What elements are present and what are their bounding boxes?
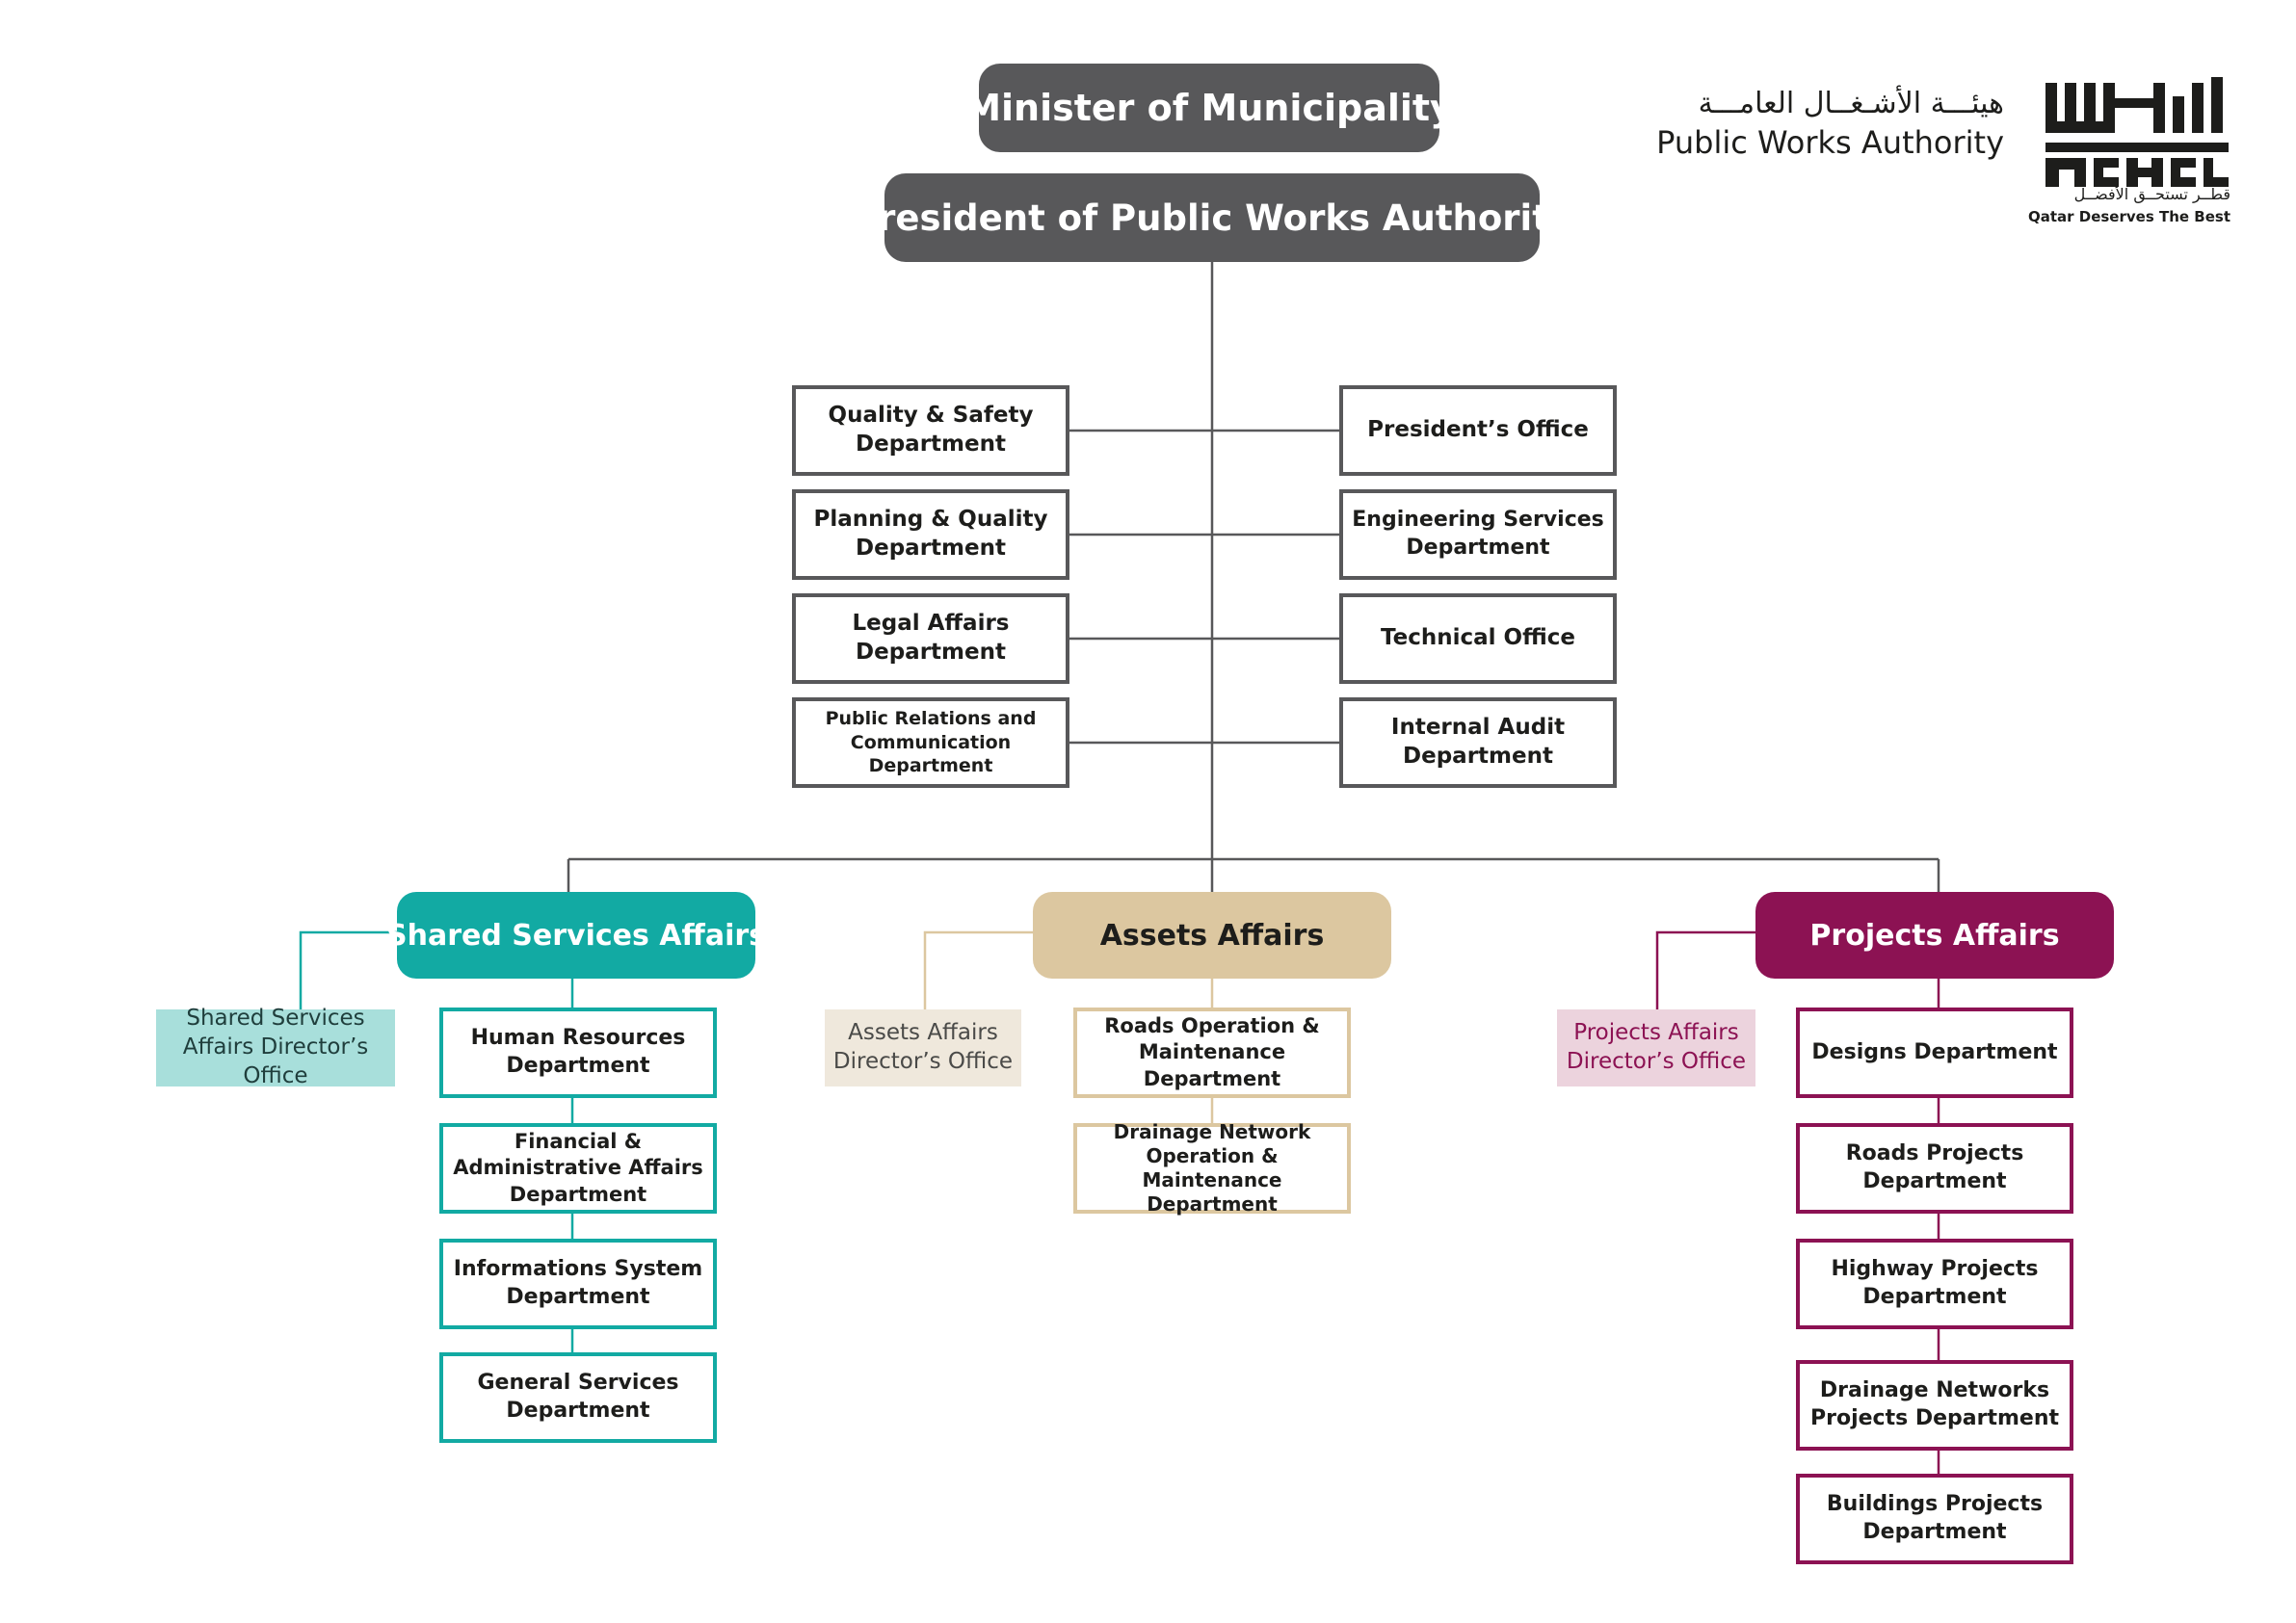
internal-audit-department: Internal Audit Department [1339,697,1617,788]
informations-system-department: Informations System Department [439,1239,717,1329]
drainage-networks-projects-department: Drainage Networks Projects Department [1796,1360,2073,1451]
assets-affairs-directors-office: Assets Affairs Director’s Office [825,1009,1021,1086]
projects-affairs-directors-office: Projects Affairs Director’s Office [1557,1009,1755,1086]
planning-quality-department: Planning & Quality Department [792,489,1069,580]
president-box: President of Public Works Authority [852,173,1572,262]
engineering-services-department: Engineering Services Department [1339,489,1617,580]
legal-affairs-department: Legal Affairs Department [792,593,1069,684]
public-relations-department: Public Relations and Communication Depar… [792,697,1069,788]
presidents-office: President’s Office [1339,385,1617,476]
highway-projects-department: Highway Projects Department [1796,1239,2073,1329]
financial-administrative-department: Financial & Administrative Affairs Depar… [439,1123,717,1214]
quality-safety-department: Quality & Safety Department [792,385,1069,476]
logo-arabic-name: هيئـــة الأشـغــال العامـــة [1698,87,2004,120]
logo-tagline-arabic: قطــر تستحــق الأفضــل [2073,185,2230,203]
logo-english-name: Public Works Authority [1656,124,2004,161]
human-resources-department: Human Resources Department [439,1008,717,1098]
ashghal-logo-icon [2045,77,2229,187]
roads-projects-department: Roads Projects Department [1796,1123,2073,1214]
buildings-projects-department: Buildings Projects Department [1796,1474,2073,1564]
drainage-network-maintenance-department: Drainage Network Operation & Maintenance… [1073,1120,1351,1216]
general-services-department: General Services Department [439,1352,717,1443]
shared-services-directors-office: Shared Services Affairs Director’s Offic… [156,1006,395,1088]
shared-services-affairs-box: Shared Services Affairs [386,892,766,979]
logo-tagline-english: Qatar Deserves The Best [2027,208,2230,225]
assets-affairs-box: Assets Affairs [1033,892,1391,979]
logo-text: هيئـــة الأشـغــال العامـــة Public Work… [1638,85,2004,162]
designs-department: Designs Department [1796,1008,2073,1098]
projects-affairs-box: Projects Affairs [1755,892,2114,979]
roads-operation-maintenance-department: Roads Operation & Maintenance Department [1073,1008,1351,1098]
technical-office: Technical Office [1339,593,1617,684]
minister-box: Minister of Municipality [964,64,1454,152]
